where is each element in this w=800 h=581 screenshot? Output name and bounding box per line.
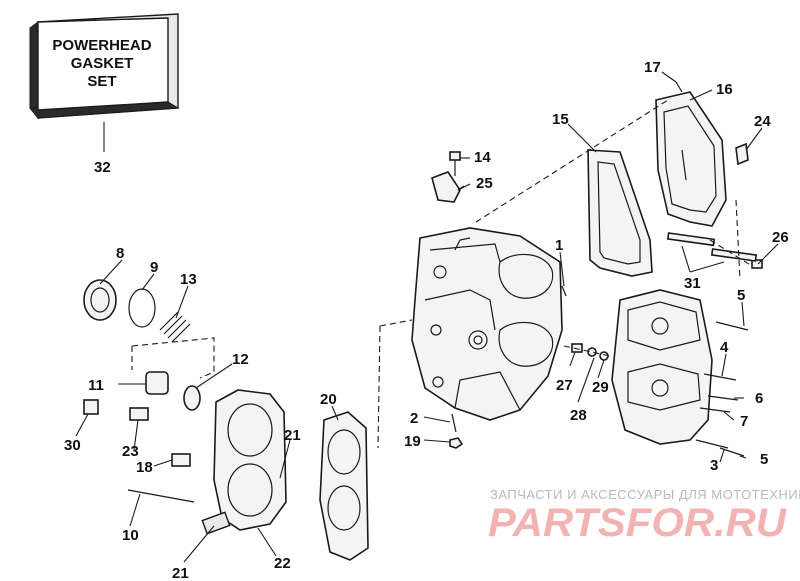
label-32: 32 [94,159,111,176]
label-28: 28 [570,407,587,424]
label-11: 11 [88,377,104,394]
label-26: 26 [772,229,789,246]
box-text-line1: POWERHEAD [52,37,151,54]
label-30: 30 [64,437,81,454]
label-6: 6 [755,390,763,407]
callout-labels: 1 2 3 4 5 5 6 7 8 9 10 11 12 13 14 15 16… [64,59,789,581]
exhaust-cover [655,91,727,227]
label-27: 27 [556,377,573,394]
box-text-line3: SET [87,73,116,90]
watermark-tagline: ЗАПЧАСТИ И АКСЕССУАРЫ ДЛЯ МОТОТЕХНИКИ [490,487,800,502]
label-19: 19 [404,433,421,450]
label-31: 31 [684,275,701,292]
label-20: 20 [320,391,337,408]
label-15: 15 [552,111,569,128]
label-16: 16 [716,81,733,98]
watermark-logo: PARTSFOR.RU [488,501,787,545]
label-14: 14 [474,149,491,166]
watermark: ЗАПЧАСТИ И АКСЕССУАРЫ ДЛЯ МОТОТЕХНИКИ PA… [488,487,800,545]
hardware [83,81,763,503]
label-25: 25 [476,175,493,192]
label-5-bottom: 5 [760,451,768,468]
box-front-face [37,17,169,111]
box-left-face [29,21,39,120]
head-gasket [319,411,369,561]
label-5-top: 5 [737,287,745,304]
assembly-lines [377,99,753,449]
label-8: 8 [116,245,124,262]
label-23: 23 [122,443,139,460]
thermostat-group [83,279,215,411]
label-4: 4 [720,339,729,356]
leader-lines [75,71,779,563]
label-17: 17 [644,59,661,76]
cylinder-head [201,389,287,535]
label-18: 18 [136,459,153,476]
label-9: 9 [150,259,158,276]
label-21-top: 21 [284,427,301,444]
label-1: 1 [555,237,563,254]
label-7: 7 [740,413,748,430]
label-2: 2 [410,410,418,427]
label-24: 24 [754,113,771,130]
crankcase-half [611,289,713,445]
label-10: 10 [122,527,139,544]
label-3: 3 [710,457,718,474]
label-21-bottom: 21 [172,565,189,581]
exhaust-gasket [587,149,653,277]
label-12: 12 [232,351,249,368]
label-13: 13 [180,271,197,288]
gasket-set-box: POWERHEAD GASKET SET [28,13,180,152]
cylinder-block [411,227,563,421]
label-29: 29 [592,379,609,396]
box-text-line2: GASKET [71,55,134,72]
label-22: 22 [274,555,291,572]
